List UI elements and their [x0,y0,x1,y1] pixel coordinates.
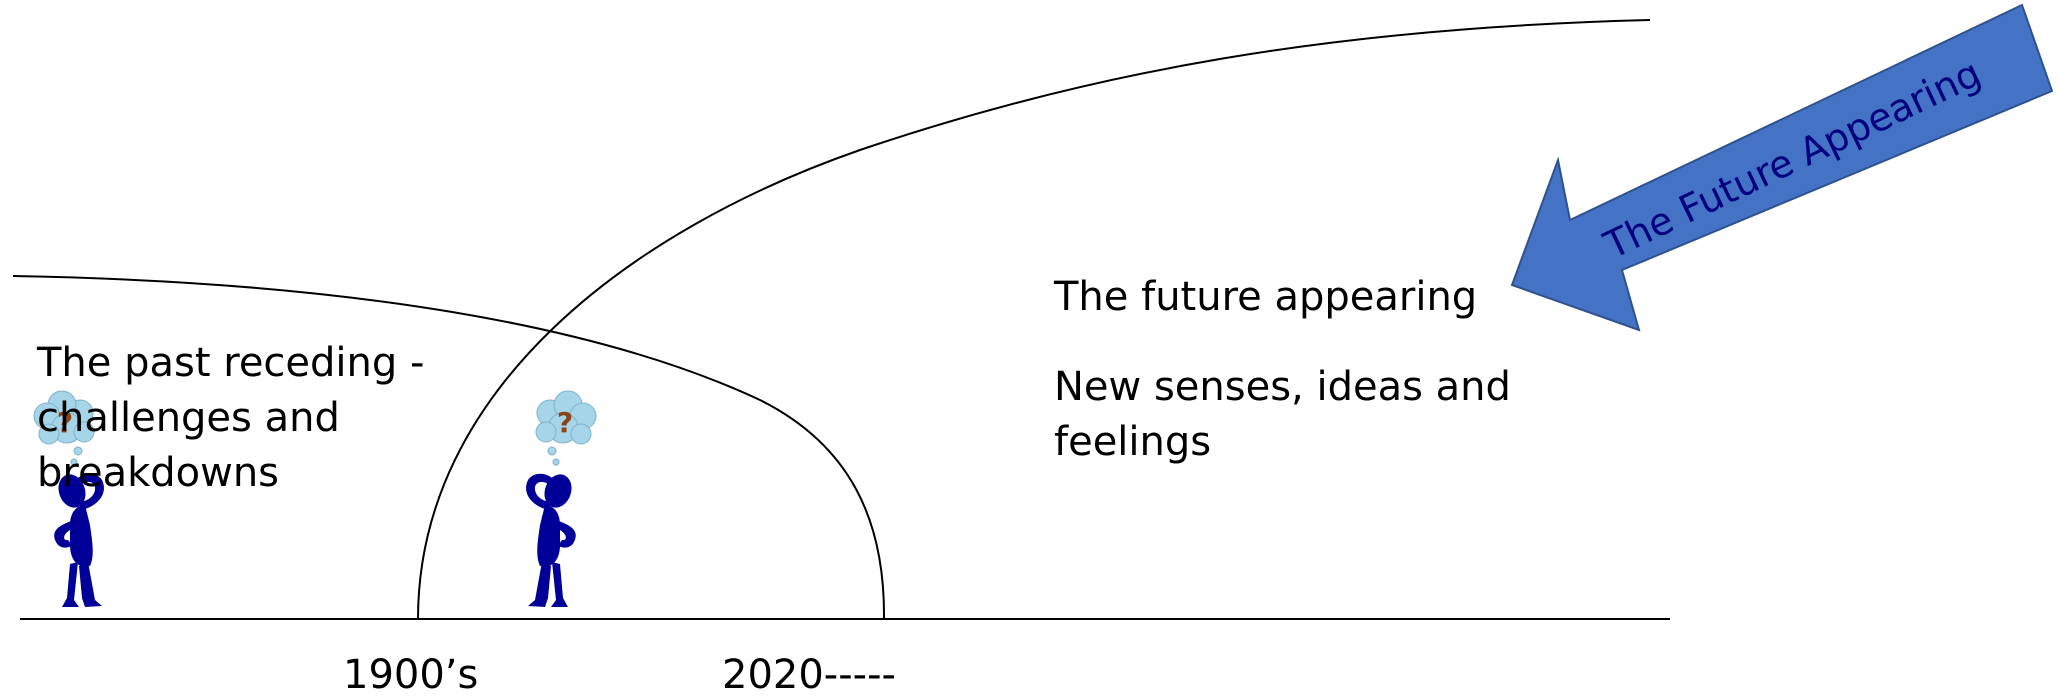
question-cloud-icon: ? [535,390,597,466]
past-receding-curve [12,275,886,620]
past-receding-label: The past receding - challenges and break… [37,340,425,496]
question-cloud-icon: ? [33,390,95,466]
thinking-figure-right: ? [33,390,104,607]
future-arrow: The Future Appearing [1510,3,2054,332]
future-appearing-label: The future appearing [1054,274,1478,320]
thinking-person-icon [54,473,104,607]
future-appearing-curve [417,19,1651,620]
svg-text:?: ? [557,406,573,439]
timeline-end-label: 2020----- [722,652,896,698]
new-senses-label: New senses, ideas and feelings [1054,364,1511,465]
thinking-figure-left: ? [526,390,597,607]
future-arrow-label: The Future Appearing [1597,51,1988,268]
timeline-start-label: 1900’s [343,652,479,698]
svg-text:?: ? [57,406,73,439]
thinking-person-icon [526,473,576,607]
future-arrow-shape [1510,3,2054,332]
